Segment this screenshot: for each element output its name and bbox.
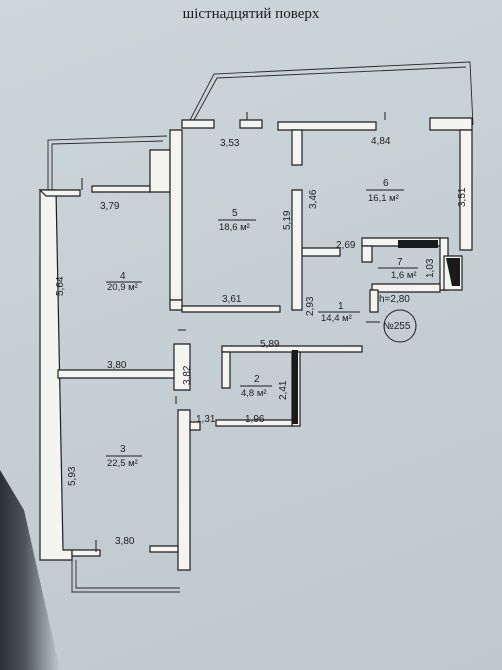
dim-4-84: 4,84 xyxy=(371,136,391,147)
room-4-area: 20,9 м² xyxy=(107,282,138,293)
room-3-area: 22,5 м² xyxy=(107,458,138,469)
room-3-number: 3 xyxy=(120,444,126,455)
room-4-number: 4 xyxy=(120,271,126,282)
wall-shading xyxy=(292,350,298,424)
floor-title: шістнадцятий поверх xyxy=(182,6,320,22)
dim-3-61: 3,61 xyxy=(222,294,242,305)
dim-3-79: 3,79 xyxy=(100,201,120,212)
room-5-area: 18,6 м² xyxy=(219,222,250,233)
dim-5-19: 5,19 xyxy=(282,210,293,230)
dim-3-51: 3,51 xyxy=(457,187,468,207)
dim-5-93: 5,93 xyxy=(67,466,78,486)
room-6-area: 16,1 м² xyxy=(368,193,399,204)
dim-1-03: 1,03 xyxy=(425,258,436,278)
dim-2-93: 2,93 xyxy=(305,296,316,316)
dim-1-31: 1,31 xyxy=(196,414,216,425)
dim-2-69: 2,69 xyxy=(336,240,356,251)
dim-3-82: 3,82 xyxy=(182,365,193,385)
dim-2-41: 2,41 xyxy=(278,380,289,400)
balcony-top xyxy=(189,61,474,126)
room-1-number: 1 xyxy=(338,301,344,312)
room-7-area: 1,6 м² xyxy=(391,270,417,281)
ceiling-height: h=2,80 xyxy=(379,294,410,305)
apartment-number: №255 xyxy=(383,321,411,332)
room-2-number: 2 xyxy=(254,374,260,385)
bath-shading xyxy=(398,240,438,248)
apartment-circle xyxy=(383,309,417,343)
dimension-labels: 3,53 4,84 3,79 3,46 5,19 3,51 2,69 1,03 … xyxy=(55,136,468,547)
room-2-area: 4,8 м² xyxy=(241,388,267,399)
dim-5-64: 5,64 xyxy=(55,276,66,296)
dim-3-80-bottom: 3,80 xyxy=(115,536,135,547)
balcony-bottom xyxy=(71,560,180,593)
stair-shading xyxy=(446,258,460,286)
walls xyxy=(38,117,473,571)
dim-1-96: 1,96 xyxy=(245,414,265,425)
room-1-area: 14,4 м² xyxy=(321,313,352,324)
room-labels: 1 14,4 м² 2 4,8 м² 3 22,5 м² 4 20,9 м² 5… xyxy=(106,178,418,469)
dim-3-53: 3,53 xyxy=(220,138,240,149)
dim-3-46: 3,46 xyxy=(308,189,319,209)
dim-5-89: 5,89 xyxy=(260,339,280,350)
room-7-number: 7 xyxy=(397,257,403,268)
balcony-left xyxy=(47,135,168,190)
dim-3-80-middle: 3,80 xyxy=(107,360,127,371)
room-6-number: 6 xyxy=(383,178,389,189)
room-5-number: 5 xyxy=(232,208,238,219)
